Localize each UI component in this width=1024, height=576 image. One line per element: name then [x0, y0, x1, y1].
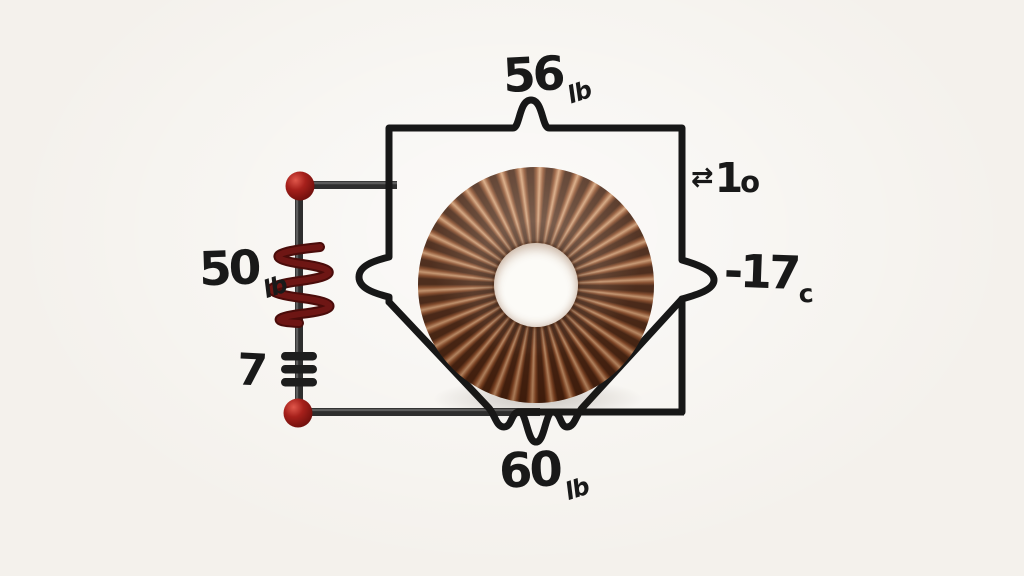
node-bottom-left [283, 398, 313, 428]
loop-outline [355, 96, 718, 416]
diagonal-wires [385, 295, 686, 446]
label-left-count: 7 [236, 344, 266, 396]
label-right-gap-suffix: o [740, 165, 761, 199]
label-right-temp-unit: c [797, 278, 814, 309]
label-bottom-weight-value: 60 [498, 441, 561, 500]
label-left-weight-value: 50 [198, 240, 260, 298]
label-bottom-weight: 60lb [498, 441, 592, 506]
label-right-gap-value: 1 [714, 154, 743, 202]
label-right-gap: ⇄1o [691, 158, 760, 199]
toroid-hole [494, 243, 578, 327]
label-left-weight: 50lb [198, 240, 291, 304]
label-top-weight: 56lb [502, 46, 596, 109]
band-stack [281, 352, 317, 387]
double-arrow-icon: ⇄ [691, 162, 714, 193]
label-right-temp-value: -17 [723, 243, 800, 301]
label-top-weight-value: 56 [501, 46, 564, 105]
label-left-count-value: 7 [235, 344, 266, 397]
resistor-coil [266, 242, 335, 328]
toroid-inductor [418, 167, 654, 403]
node-top-left [285, 171, 315, 201]
label-right-temp: -17c [723, 243, 813, 308]
